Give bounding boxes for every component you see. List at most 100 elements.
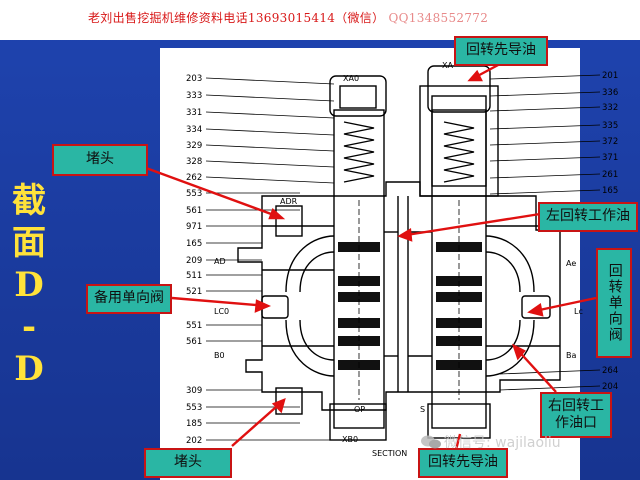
leader-line: [499, 385, 601, 391]
arrow-plug-top: [145, 166, 283, 220]
leader-line: [489, 74, 601, 80]
left-bottom-plug: [275, 387, 303, 415]
part-number-left: 328: [186, 157, 202, 167]
port-xa0: XA0: [343, 74, 359, 83]
part-number-left: 309: [186, 386, 202, 396]
port-ad: AD: [214, 257, 226, 266]
port-op: OP: [354, 405, 365, 414]
part-number-right: 264: [602, 366, 618, 376]
part-number-left: 511: [186, 271, 202, 281]
right-passage-upper: [485, 235, 535, 293]
part-number-left: 203: [186, 74, 202, 84]
left-passage-lower: [285, 319, 335, 377]
watermark-text: 微信号: wajilaoliu: [444, 435, 561, 451]
section-label: SECTION: [372, 449, 407, 458]
leader-line: [205, 160, 335, 168]
part-number-left: 561: [186, 206, 202, 216]
callout-right-swing-port: 右回转工作油口: [540, 392, 612, 438]
section-title: 截 面 D - D: [6, 180, 52, 390]
left-top-cap: [329, 75, 387, 117]
part-number-right: 165: [602, 186, 618, 196]
left-top-cap-inner: [339, 85, 377, 109]
part-number-left: 202: [186, 436, 202, 446]
part-number-left: 331: [186, 108, 202, 118]
title-char-5: D: [14, 349, 44, 389]
port-ae: Ae: [566, 259, 576, 268]
contact-text: 老刘出售挖掘机维修资料电话13693015414（微信）: [88, 11, 385, 25]
part-number-left: 971: [186, 222, 202, 232]
part-number-left: 553: [186, 189, 202, 199]
part-number-right: 261: [602, 170, 618, 180]
leader-line: [489, 156, 601, 162]
part-number-right: 332: [602, 103, 618, 113]
leader-line: [205, 144, 335, 152]
leader-line: [489, 173, 601, 179]
callout-pilot-bottom: 回转先导油: [418, 448, 508, 478]
part-number-right: 336: [602, 88, 618, 98]
right-top-housing: [419, 85, 499, 197]
header-bar: 老刘出售挖掘机维修资料电话13693015414（微信） QQ134855277…: [0, 0, 640, 40]
left-spool-bore: [333, 109, 385, 429]
left-top-plug: [275, 205, 303, 237]
port-adr: ADR: [280, 197, 298, 206]
left-spring: [343, 121, 375, 183]
callout-plug-left: 堵头: [52, 144, 148, 176]
leader-line: [205, 77, 335, 85]
callout-pilot-top: 回转先导油: [454, 36, 548, 66]
port-lc: Lc: [574, 307, 583, 316]
right-top-cap: [427, 65, 491, 113]
part-number-right: 335: [602, 121, 618, 131]
part-number-left: 165: [186, 239, 202, 249]
arrow-spare-check: [171, 296, 269, 308]
leader-line: [489, 91, 601, 97]
arrow-left-swing: [399, 212, 541, 238]
title-char-4: -: [21, 307, 37, 347]
right-top-housing-inner: [431, 95, 487, 187]
leader-line: [489, 124, 601, 130]
port-xa: XA: [442, 61, 453, 70]
title-char-2: 面: [12, 223, 46, 263]
leader-line: [205, 94, 335, 102]
title-char-3: D: [14, 265, 44, 305]
part-number-left: 262: [186, 173, 202, 183]
port-ba: Ba: [566, 351, 576, 360]
part-number-left: 334: [186, 125, 202, 135]
port-b0: B0: [214, 351, 225, 360]
part-number-right: 371: [602, 153, 618, 163]
part-number-left: 551: [186, 321, 202, 331]
leader-line: [489, 140, 601, 146]
callout-left-swing-port: 左回转工作油: [538, 202, 638, 232]
part-number-left: 553: [186, 403, 202, 413]
right-passage-lower: [485, 319, 535, 377]
left-bottom-cap: [329, 403, 387, 441]
part-number-left: 185: [186, 419, 202, 429]
leader-line: [205, 111, 335, 119]
wechat-icon: [421, 435, 441, 449]
port-s: S: [420, 405, 425, 414]
leader-line: [205, 128, 335, 136]
part-number-right: 204: [602, 382, 618, 392]
right-spring: [443, 121, 475, 183]
drawing-paper: [160, 48, 580, 480]
part-number-left: 209: [186, 256, 202, 266]
callout-plug-bottom: 堵头: [144, 448, 232, 478]
arrow-pilot-bottom: [454, 433, 462, 451]
leader-line: [205, 176, 335, 184]
port-xb0: XB0: [342, 435, 358, 444]
port-ld0: LC0: [214, 307, 229, 316]
leader-line: [489, 106, 601, 112]
left-passage-upper: [285, 235, 335, 293]
part-number-right: 372: [602, 137, 618, 147]
part-number-left: 329: [186, 141, 202, 151]
header-contact-text: 老刘出售挖掘机维修资料电话13693015414（微信） QQ134855277…: [88, 9, 488, 26]
right-spool-bore: [431, 109, 487, 429]
part-number-left: 333: [186, 91, 202, 101]
contact-faint: QQ1348552772: [388, 11, 489, 25]
callout-swing-check-valve: 回转单向阀: [596, 248, 632, 358]
arrow-plug-bottom: [231, 399, 285, 447]
part-number-left: 521: [186, 287, 202, 297]
leader-line: [489, 189, 601, 195]
title-char-1: 截: [12, 181, 46, 221]
